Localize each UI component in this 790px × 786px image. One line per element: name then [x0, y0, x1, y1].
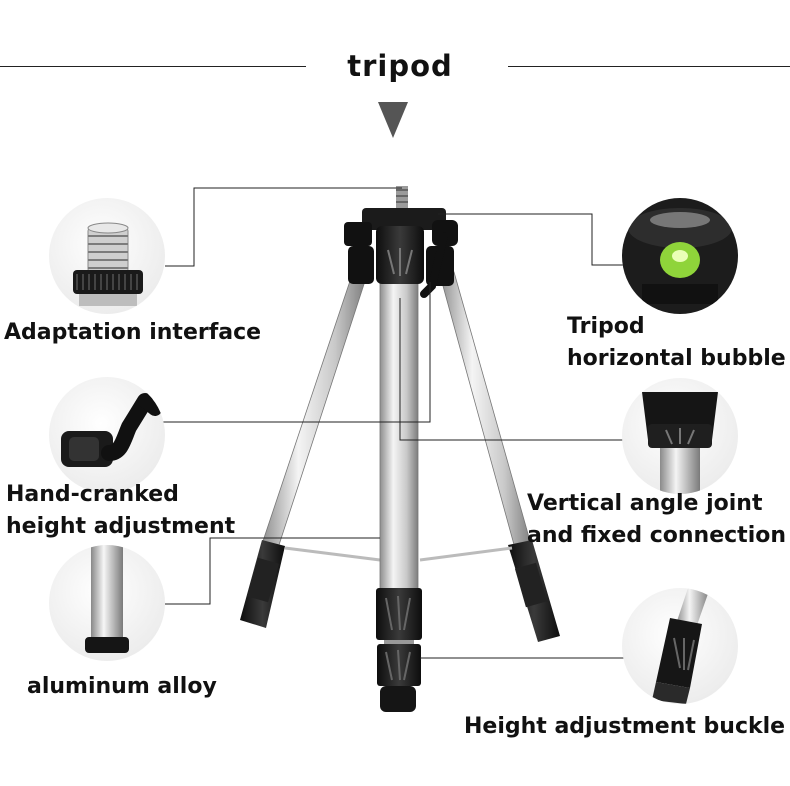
adaptation-interface-label: Adaptation interface [4, 320, 262, 345]
leg-clamp-icon [652, 588, 710, 704]
right-leg [439, 271, 560, 642]
bubble-label-line1: Tripod [567, 314, 645, 339]
leader-hand-crank [160, 282, 431, 423]
crank-handle-icon [61, 393, 162, 467]
leader-aluminum [165, 537, 380, 605]
vertical-joint-label-line1: Vertical angle joint [527, 491, 763, 516]
page-title: tripod [347, 49, 453, 83]
aluminum-tube-icon [85, 545, 129, 653]
header-rule-left [0, 66, 306, 67]
center-leg [376, 269, 422, 712]
leader-adaptation [165, 187, 402, 267]
leader-bubble [438, 213, 624, 266]
screw-thread-icon [73, 222, 143, 306]
bubble-level-icon [622, 198, 738, 314]
height-buckle-circle [622, 588, 738, 704]
spreader-bar-right [419, 546, 513, 562]
hand-cranked-label-line1: Hand-cranked [6, 482, 179, 507]
adaptation-interface-circle [49, 198, 165, 314]
horizontal-bubble-circle [622, 198, 738, 314]
vertical-joint-label-line2: and fixed connection [527, 523, 787, 548]
aluminum-alloy-circle [49, 545, 165, 661]
leader-vertical-joint [399, 298, 624, 441]
spreader-bar-left [284, 546, 381, 562]
height-buckle-label: Height adjustment buckle [464, 714, 786, 739]
leg-joint-icon [642, 392, 718, 494]
left-leg [240, 274, 367, 628]
bubble-label-line2: horizontal bubble [567, 346, 786, 371]
aluminum-alloy-label: aluminum alloy [27, 674, 217, 699]
hand-cranked-label-line2: height adjustment [6, 514, 236, 539]
tripod-head [344, 186, 458, 298]
down-arrow-icon [378, 102, 408, 138]
header-rule-right [508, 66, 790, 67]
vertical-joint-circle [622, 378, 738, 494]
hand-crank-circle [49, 377, 165, 493]
